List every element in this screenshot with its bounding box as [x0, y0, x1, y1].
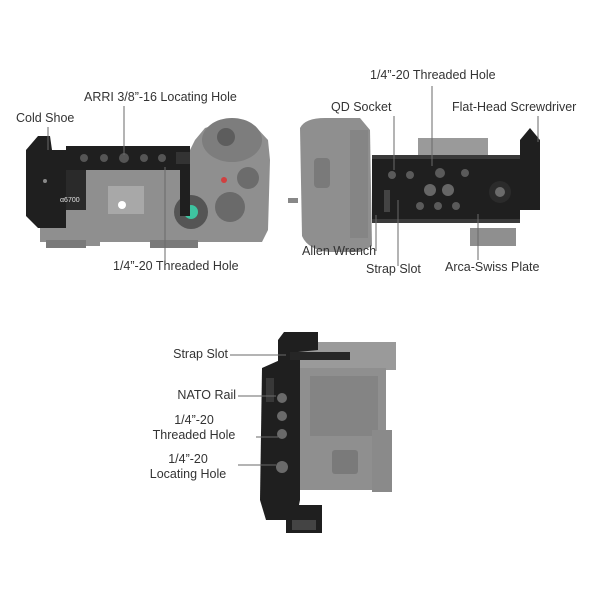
- top-view-cage: [26, 136, 190, 228]
- nato-rail-label: NATO Rail: [177, 388, 236, 402]
- arca-swiss-plate-label: Arca-Swiss Plate: [445, 260, 540, 274]
- threaded-hole-label-top-view: 1/4”-20 Threaded Hole: [113, 259, 239, 273]
- threaded-hole-label-bottom-view: 1/4”-20 Threaded Hole: [370, 68, 496, 82]
- threaded-hole-label-side-view: 1/4”-20 Threaded Hole: [136, 413, 252, 443]
- side-view-leader-lines: [230, 354, 286, 466]
- locating-hole-label-side-view: 1/4”-20 Locating Hole: [140, 452, 236, 482]
- bottom-view-cage: [372, 128, 540, 223]
- cold-shoe-label: Cold Shoe: [16, 111, 75, 125]
- strap-slot-label-bottom-view: Strap Slot: [366, 262, 421, 276]
- bottom-view-camera: [288, 118, 516, 252]
- side-view-cage: [260, 332, 350, 533]
- side-view-camera: [296, 342, 396, 492]
- arri-locating-hole-label: ARRI 3/8”-16 Locating Hole: [84, 90, 237, 104]
- flat-head-screwdriver-label: Flat-Head Screwdriver: [452, 100, 577, 114]
- threaded-hole-label-line1: 1/4”-20: [174, 413, 214, 427]
- allen-wrench-label: Allen Wrench: [302, 244, 377, 258]
- top-view-leader-lines: [47, 106, 166, 262]
- threaded-hole-label-line2: Threaded Hole: [152, 428, 236, 442]
- locating-hole-label-line1: 1/4”-20: [168, 452, 208, 466]
- strap-slot-label-side-view: Strap Slot: [173, 347, 228, 361]
- locating-hole-label-line2: Locating Hole: [149, 467, 227, 481]
- qd-socket-label: QD Socket: [331, 100, 392, 114]
- camera-model-label: α6700: [60, 197, 80, 204]
- bottom-view-leader-lines: [375, 86, 539, 266]
